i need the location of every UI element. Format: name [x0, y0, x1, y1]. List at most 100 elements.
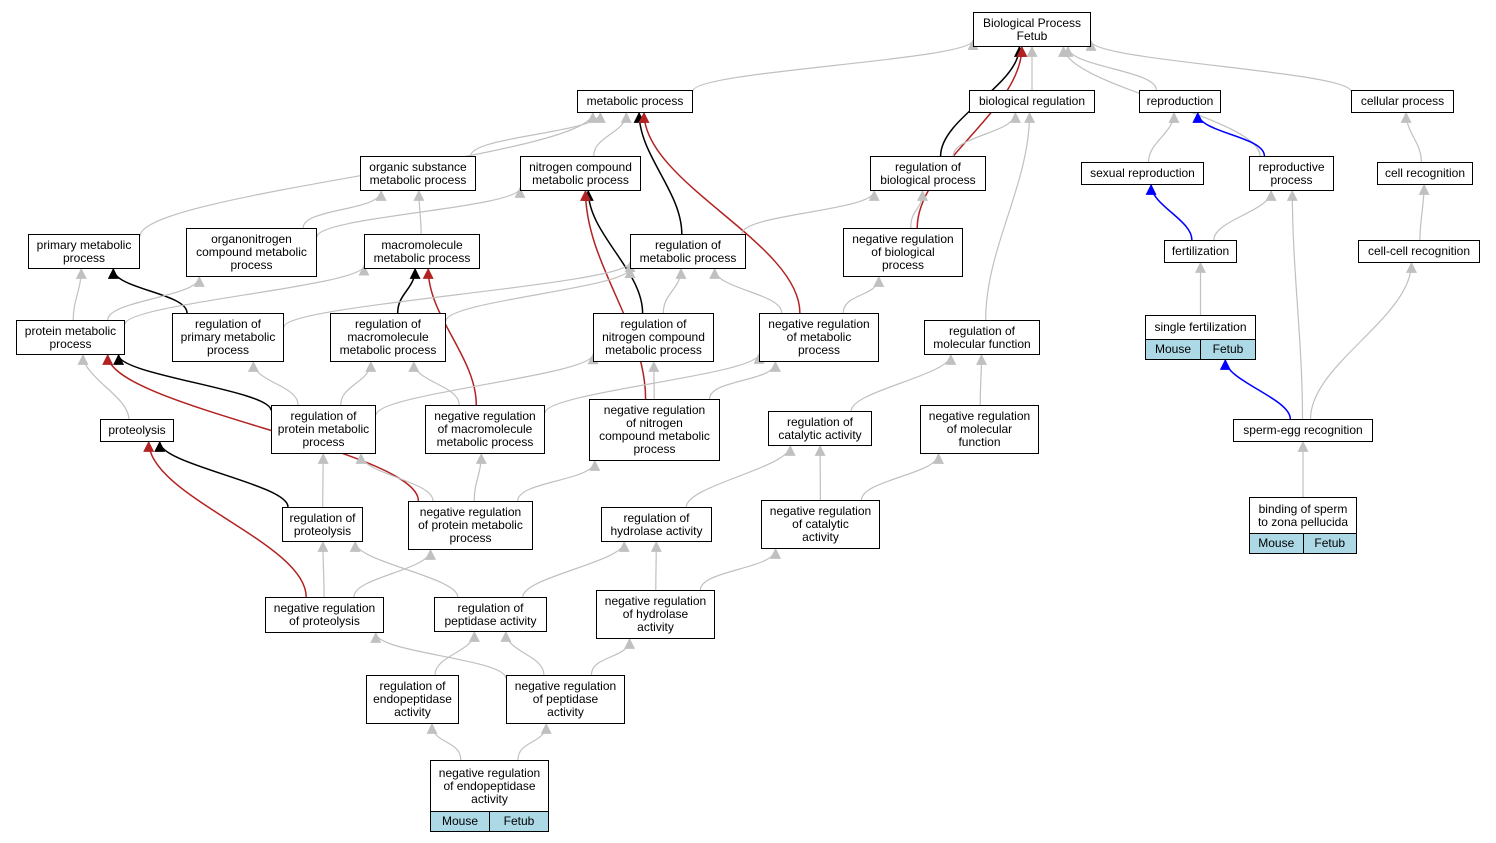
edge-ncmp-to-mp: [593, 111, 632, 157]
node-fert[interactable]: fertilization: [1164, 240, 1237, 263]
edge-nrbp-to-bp: [916, 45, 1028, 229]
node-label-line: activity: [637, 620, 674, 634]
edge-nrpa-to-rpa: [500, 630, 545, 676]
node-label-line: metabolic process: [369, 172, 467, 187]
node-label-line: of protein metabolic: [418, 518, 523, 532]
edge-rncmp-to-rmp: [662, 267, 687, 314]
node-repro[interactable]: reproduction: [1139, 90, 1221, 113]
node-label-line: metabolic process: [605, 343, 702, 357]
edge-rprotmp-to-rncmp: [375, 353, 599, 416]
edge-rprotmp-to-rpmp: [247, 360, 299, 406]
node-proteol[interactable]: proteolysis: [100, 419, 174, 442]
node-label-line: process: [206, 343, 249, 357]
node-label-line: negative regulation: [273, 601, 376, 615]
edge-rprotmp-to-rmmp: [340, 360, 377, 406]
node-breg[interactable]: biological regulation: [969, 90, 1095, 113]
edge-nrmf-to-rmf: [975, 353, 987, 406]
edge-rmp-to-mp: [633, 111, 683, 235]
node-cellp[interactable]: cellular process: [1351, 90, 1454, 113]
node-label-line: macromolecule: [347, 330, 429, 344]
node-label-line: of hydrolase: [622, 607, 689, 621]
node-label-line: endopeptidase: [373, 692, 452, 706]
edge-nrpa-to-nrproteol: [370, 631, 507, 679]
node-label-line: reproduction: [1146, 94, 1214, 108]
node-ccrec[interactable]: cell-cell recognition: [1358, 240, 1480, 263]
node-label-line: biological regulation: [978, 94, 1086, 108]
node-label-line: negative regulation: [768, 317, 870, 331]
edge-mp-to-bp: [692, 39, 979, 92]
node-label-line: catalytic activity: [778, 427, 862, 442]
node-label-line: metabolic process: [532, 172, 629, 187]
edge-rpa-to-rproteol: [349, 540, 459, 598]
edge-ccrec-to-cellrec: [1418, 183, 1430, 241]
node-mp[interactable]: metabolic process: [577, 90, 693, 113]
edge-rbp-to-breg: [952, 111, 1021, 157]
edge-protmp-to-oncmp: [107, 275, 205, 321]
edge-oncmp-to-ncmp: [316, 186, 526, 238]
node-label-line: primary metabolic: [36, 237, 132, 252]
node-label-line: nitrogen compound: [602, 330, 705, 344]
edge-nrproteol-to-nrprotmp: [353, 548, 436, 598]
edge-cellp-to-bp: [1085, 39, 1352, 92]
edge-nrea-to-nrpa: [517, 722, 552, 761]
edge-fert-to-rprocp: [1213, 189, 1277, 241]
node-label-line: single fertilization: [1154, 320, 1247, 334]
node-sexr[interactable]: sexual reproduction: [1081, 162, 1204, 185]
node-cellrec[interactable]: cell recognition: [1377, 162, 1473, 185]
edge-rmmp-to-rmp: [445, 267, 636, 322]
node-ser[interactable]: sperm-egg recognition: [1233, 419, 1373, 442]
node-label-line: process: [449, 531, 492, 545]
edge-nrprotmp-to-protmp: [102, 353, 420, 502]
edge-rpmp-to-pmp: [107, 267, 188, 314]
node-tag: Mouse: [441, 814, 479, 828]
edge-rmp-to-rbp: [741, 189, 880, 235]
